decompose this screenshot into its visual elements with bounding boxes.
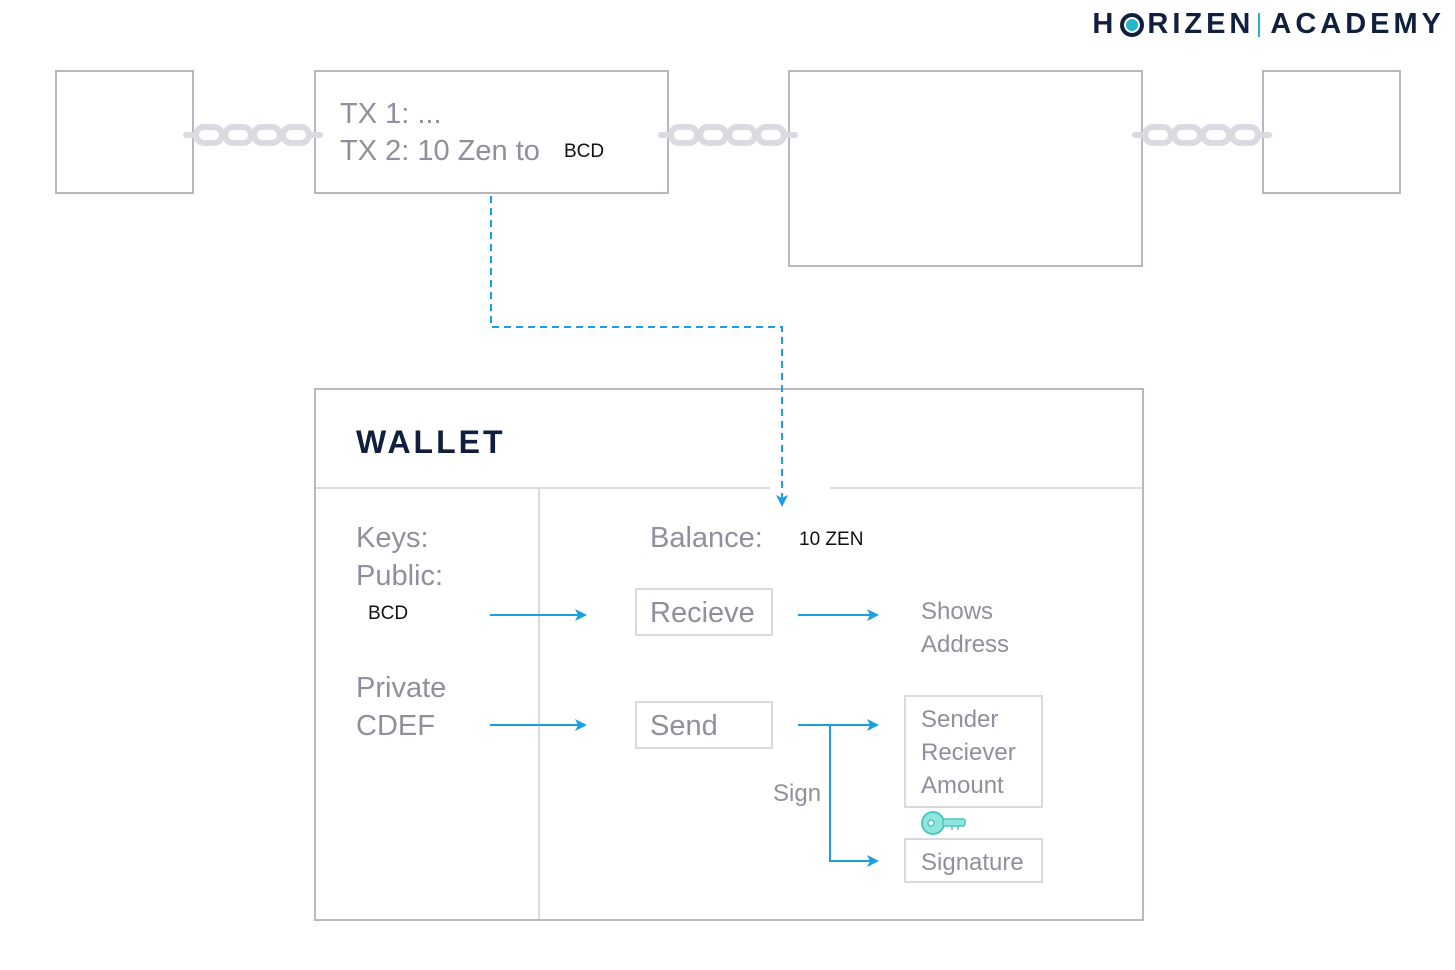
signature-label: Signature bbox=[921, 849, 1024, 876]
public-key-value: BCD bbox=[368, 603, 409, 624]
shows-line: Shows bbox=[921, 598, 994, 625]
block-right bbox=[1262, 70, 1401, 194]
chain-link-icon bbox=[658, 124, 798, 146]
wallet-title: WALLET bbox=[356, 424, 506, 460]
receive-button[interactable]: Recieve bbox=[635, 588, 773, 636]
balance-label: Balance: bbox=[650, 522, 763, 554]
signature-box: Signature bbox=[904, 838, 1043, 883]
tx-field-sender: Sender bbox=[921, 706, 999, 733]
chain-link-icon bbox=[183, 124, 323, 146]
transaction-fields-box: Sender Reciever Amount bbox=[904, 695, 1043, 808]
block-transactions: TX 1: ... TX 2: 10 Zen to BCD bbox=[314, 70, 669, 194]
horizen-academy-logo: H RIZEN ACADEMY bbox=[1092, 8, 1445, 41]
receive-button-label: Recieve bbox=[650, 597, 755, 629]
tx2-address: BCD bbox=[564, 141, 605, 162]
logo-divider bbox=[1258, 12, 1261, 37]
chain-link-icon bbox=[1132, 124, 1272, 146]
keys-label: Keys: bbox=[356, 522, 429, 554]
send-button[interactable]: Send bbox=[635, 701, 773, 749]
shows-address-text: Shows Address bbox=[921, 595, 1009, 661]
logo-rizen: RIZEN bbox=[1147, 8, 1255, 40]
logo-o-icon bbox=[1119, 12, 1145, 38]
sign-to-signature-arrow bbox=[829, 725, 879, 867]
logo-academy: ACADEMY bbox=[1270, 8, 1445, 40]
tx2-text: TX 2: 10 Zen to bbox=[340, 135, 540, 167]
wallet-panel: WALLET bbox=[314, 388, 1144, 921]
private-key-value: CDEF bbox=[356, 710, 435, 742]
public-label: Public: bbox=[356, 560, 444, 592]
balance-value: 10 ZEN bbox=[799, 529, 864, 550]
tx-field-amount: Amount bbox=[921, 772, 1004, 799]
block-empty-large bbox=[788, 70, 1143, 267]
tx-field-reciever: Reciever bbox=[921, 739, 1016, 766]
send-button-label: Send bbox=[650, 710, 718, 742]
address-line: Address bbox=[921, 631, 1010, 658]
sign-label: Sign bbox=[773, 780, 822, 807]
dashed-connector bbox=[490, 196, 788, 507]
private-label: Private bbox=[356, 672, 447, 704]
tx1-text: TX 1: ... bbox=[340, 98, 442, 130]
block-left bbox=[55, 70, 194, 194]
key-icon bbox=[921, 811, 966, 835]
logo-letter-h: H bbox=[1092, 8, 1118, 40]
